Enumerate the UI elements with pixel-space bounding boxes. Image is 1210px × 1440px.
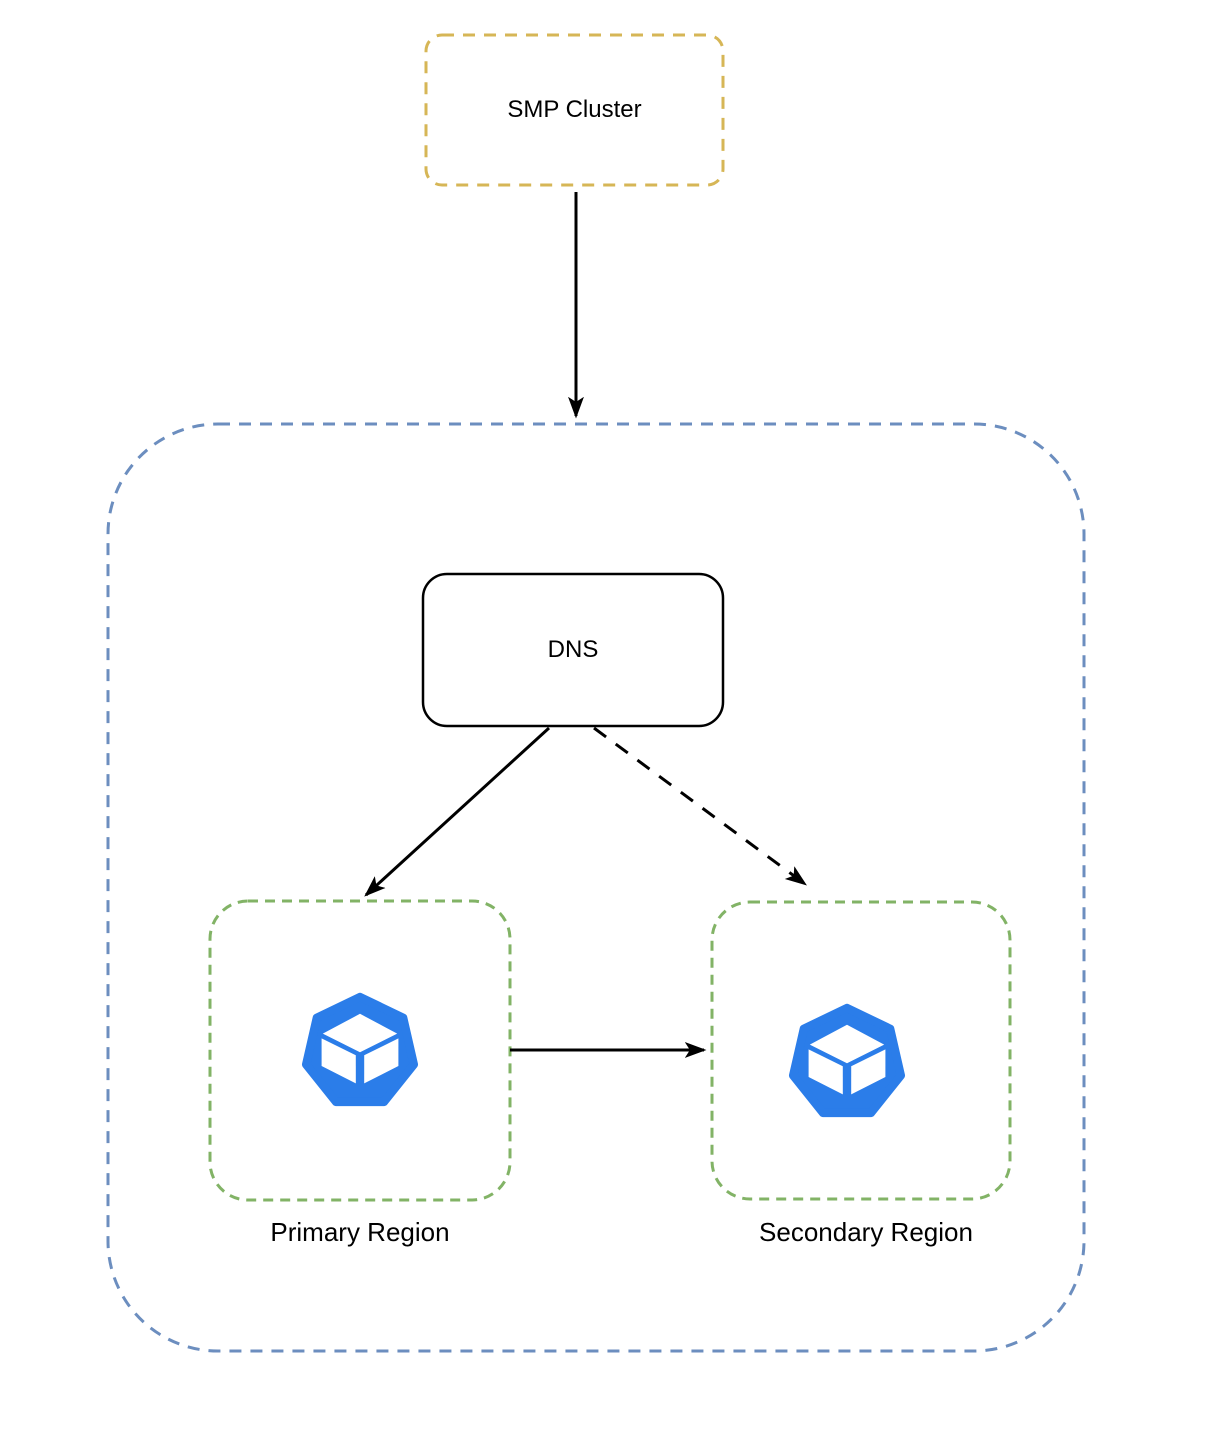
- smp-cluster-label: SMP Cluster: [507, 96, 642, 123]
- smp-cluster-box: [424, 33, 725, 187]
- secondary-region-label: Secondary Region: [759, 1216, 973, 1247]
- primary-region-label: Primary Region: [270, 1216, 450, 1247]
- secondary-node-icon: [788, 1003, 906, 1118]
- edge-dns-to-primary: [366, 726, 551, 895]
- dns-box: [421, 572, 725, 728]
- dns-label: DNS: [547, 636, 599, 663]
- outer-container-box: [106, 422, 1086, 1353]
- primary-node-icon: [301, 992, 419, 1107]
- edge-dns-to-secondary: [593, 726, 805, 884]
